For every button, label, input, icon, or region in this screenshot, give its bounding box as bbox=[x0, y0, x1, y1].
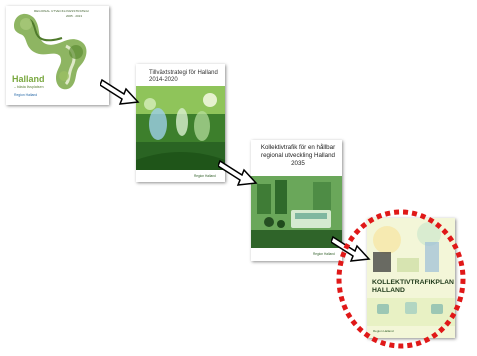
arrow-3-icon bbox=[331, 235, 371, 262]
region-halland-logo: Region Halland bbox=[373, 329, 394, 333]
document-cover-1: REGIONAL UTVECKLINGSSTRATEGI 2005 · 2013… bbox=[6, 6, 109, 105]
highlight-circle bbox=[336, 209, 466, 349]
people-collage-illustration bbox=[136, 86, 225, 170]
document-subtitle: – bästa livsplatsen bbox=[14, 85, 44, 89]
arrow-1-icon bbox=[100, 78, 140, 105]
green-tree-shape-illustration bbox=[14, 13, 87, 90]
document-cover-2: Tillväxtstrategi för Halland 2014-2020 R… bbox=[136, 64, 225, 182]
document-title: Halland bbox=[12, 74, 45, 84]
document-title: Kollektivtrafik för en hållbar regional … bbox=[260, 144, 336, 167]
document-cover-4: KOLLEKTIVTRAFIKPLAN HALLAND Region Halla… bbox=[367, 218, 455, 338]
document-title: KOLLEKTIVTRAFIKPLAN HALLAND bbox=[372, 279, 454, 294]
transit-plan-illustration bbox=[367, 218, 455, 338]
document-header: REGIONAL UTVECKLINGSSTRATEGI bbox=[34, 9, 89, 13]
region-halland-logo: Region Halland bbox=[14, 93, 38, 97]
document-header-years: 2005 · 2013 bbox=[66, 14, 83, 18]
region-halland-logo: Region Halland bbox=[194, 174, 216, 178]
arrow-2-icon bbox=[218, 159, 258, 186]
document-title: Tillväxtstrategi för Halland 2014-2020 bbox=[149, 70, 218, 83]
city-street-illustration bbox=[251, 176, 342, 248]
region-halland-logo: Region Halland bbox=[313, 252, 335, 256]
document-cover-3: Kollektivtrafik för en hållbar regional … bbox=[251, 140, 342, 261]
